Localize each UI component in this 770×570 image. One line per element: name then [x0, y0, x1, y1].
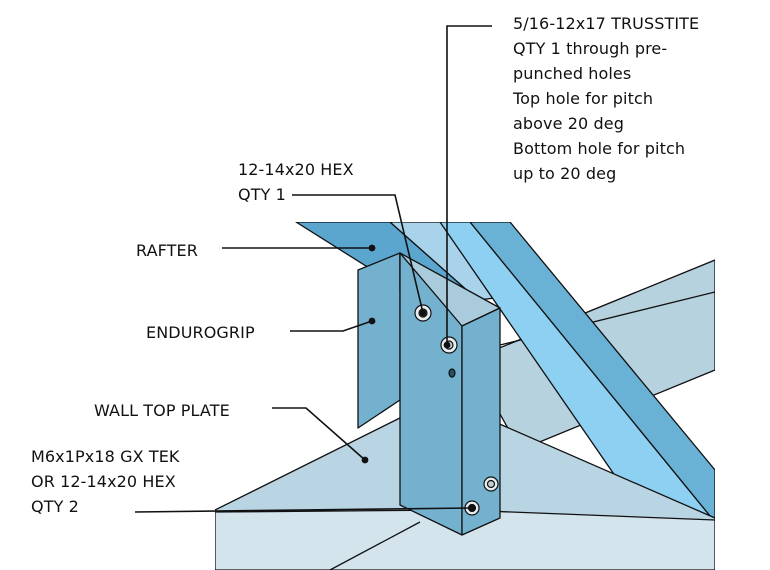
leader-trusstite: [443, 25, 492, 349]
callout-line: punched holes: [513, 64, 632, 83]
callout-line: 5/16-12x17 TRUSSTITE: [513, 14, 700, 33]
callout-line: up to 20 deg: [513, 164, 617, 183]
hex-screw-callout: 12-14x20 HEX QTY 1: [238, 157, 354, 207]
endurogrip-label: ENDUROGRIP: [146, 323, 255, 342]
leader-wall-plate: [272, 407, 369, 464]
trusstite-screw-head: [440, 336, 458, 354]
callout-line: Top hole for pitch: [513, 89, 654, 108]
prepunched-hole: [448, 368, 456, 378]
wall-plate-groove: [329, 521, 421, 570]
callout-line: Bottom hole for pitch: [513, 139, 686, 158]
tek-screw-callout: M6x1Px18 GX TEK OR 12-14x20 HEX QTY 2: [31, 444, 180, 519]
rafter-label: RAFTER: [136, 241, 198, 260]
leader-endurogrip: [290, 317, 376, 332]
trusstite-callout: 5/16-12x17 TRUSSTITE QTY 1 through pre- …: [513, 11, 699, 186]
callout-line: OR 12-14x20 HEX: [31, 472, 176, 491]
callout-line: above 20 deg: [513, 114, 624, 133]
callout-line: QTY 1 through pre-: [513, 39, 668, 58]
bracket-back-flange: [357, 252, 401, 429]
callout-line: 12-14x20 HEX: [238, 160, 354, 179]
wall-top-plate-label: WALL TOP PLATE: [94, 401, 230, 420]
tek-screw-upper: [483, 476, 499, 492]
callout-line: M6x1Px18 GX TEK: [31, 447, 180, 466]
bracket-front-flange: [461, 307, 501, 536]
leader-tek-screw: [134, 504, 476, 513]
callout-line: QTY 1: [238, 185, 286, 204]
callout-line: QTY 2: [31, 497, 79, 516]
truss-side-face: [469, 222, 715, 523]
leader-hex-screw: [292, 194, 427, 317]
